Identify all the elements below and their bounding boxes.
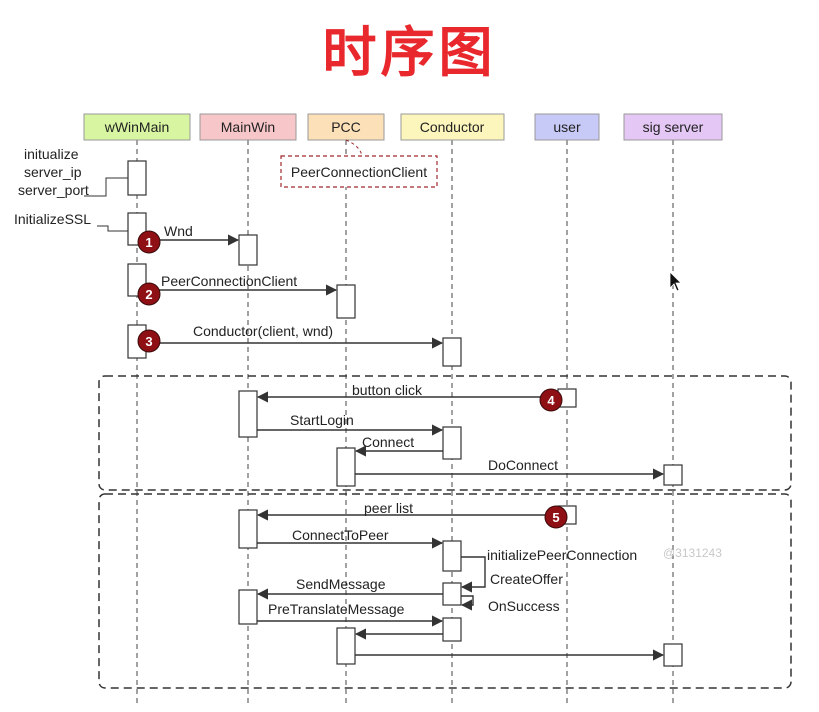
participant-box	[199, 113, 297, 141]
diagram-title: 时序图	[322, 21, 497, 84]
step-badge-5: 5	[544, 505, 568, 529]
step-badge-1: 1	[137, 230, 161, 254]
label-connect-to-peer: ConnectToPeer	[292, 527, 389, 543]
activation-sig-doconnect	[663, 464, 683, 486]
label-pretranslate: PreTranslateMessage	[268, 601, 405, 617]
participant-wwinmain: wWinMain	[83, 113, 191, 141]
step-number: 3	[145, 334, 152, 349]
participant-label: MainWin	[221, 119, 275, 135]
label-pcc: PeerConnectionClient	[161, 273, 297, 289]
label-create-offer: CreateOffer	[490, 571, 563, 587]
participant-pcc: PCC	[307, 113, 385, 141]
label-send-message: SendMessage	[296, 576, 386, 592]
activation-sig-final	[663, 643, 683, 667]
label-wnd: Wnd	[164, 223, 193, 239]
arrow-init-pc	[460, 556, 486, 593]
activation-wwinmain-init	[127, 160, 147, 196]
step-number: 4	[547, 393, 555, 408]
participant-sig-server: sig server	[623, 113, 723, 141]
participant-conductor: Conductor	[400, 113, 505, 141]
participant-box	[623, 113, 723, 141]
mouse-cursor-icon	[669, 271, 682, 292]
note-connector	[345, 139, 363, 157]
activation-pcc-create	[336, 284, 356, 319]
init-label-server-ip: server_ip	[24, 164, 82, 180]
lifelines	[136, 140, 674, 705]
message-arrows	[146, 234, 665, 661]
participant-box	[83, 113, 191, 141]
participant-box	[534, 113, 600, 141]
message-labels: Wnd PeerConnectionClient Conductor(clien…	[161, 223, 637, 617]
label-connect: Connect	[362, 434, 414, 450]
participant-label: user	[553, 119, 581, 135]
ssl-bracket	[97, 225, 128, 232]
participant-label: wWinMain	[104, 119, 170, 135]
arrow-on-success	[460, 595, 474, 611]
activation-mainwin-peerlist	[238, 509, 258, 549]
group-frame-login	[98, 375, 792, 491]
note-label: PeerConnectionClient	[291, 164, 427, 180]
init-labels: initualize server_ip server_port Initial…	[14, 146, 91, 227]
participant-box	[400, 113, 505, 141]
step-number: 5	[552, 510, 559, 525]
label-start-login: StartLogin	[290, 412, 354, 428]
participant-label: sig server	[643, 119, 704, 135]
init-bracket	[84, 177, 128, 197]
activation-mainwin-send	[238, 589, 258, 625]
participant-user: user	[534, 113, 600, 141]
activation-mainwin-login	[238, 390, 258, 438]
init-label-server-port: server_port	[18, 182, 89, 198]
watermark: @3131243	[663, 546, 722, 560]
label-conductor: Conductor(client, wnd)	[193, 323, 333, 339]
label-peer-list: peer list	[364, 500, 413, 516]
note-box	[280, 155, 438, 188]
activation-conductor-offer	[442, 582, 462, 606]
step-badge-4: 4	[539, 388, 563, 412]
label-do-connect: DoConnect	[488, 457, 558, 473]
step-badge-3: 3	[137, 329, 161, 353]
participant-label: PCC	[331, 119, 361, 135]
step-number: 2	[145, 287, 152, 302]
init-label-initializessl: InitializeSSL	[14, 211, 91, 227]
activation-conductor-peer	[442, 540, 462, 572]
activation-pcc-final	[336, 627, 356, 665]
step-number: 1	[145, 235, 152, 250]
activation-conductor-pretranslate	[442, 617, 462, 642]
activations	[127, 160, 683, 667]
group-frame-call	[98, 493, 792, 689]
participant-label: Conductor	[420, 119, 485, 135]
activation-conductor-create	[442, 337, 462, 367]
pcc-note: PeerConnectionClient	[280, 139, 438, 188]
activation-mainwin-wnd	[238, 234, 258, 266]
label-init-pc: initializePeerConnection	[487, 547, 637, 563]
label-on-success: OnSuccess	[488, 598, 560, 614]
activation-pcc-connect	[336, 447, 356, 487]
label-button-click: button click	[352, 382, 423, 398]
activation-conductor-login	[442, 426, 462, 460]
participant-mainwin: MainWin	[199, 113, 297, 141]
step-badge-2: 2	[137, 282, 161, 306]
init-label-initualize: initualize	[24, 146, 79, 162]
